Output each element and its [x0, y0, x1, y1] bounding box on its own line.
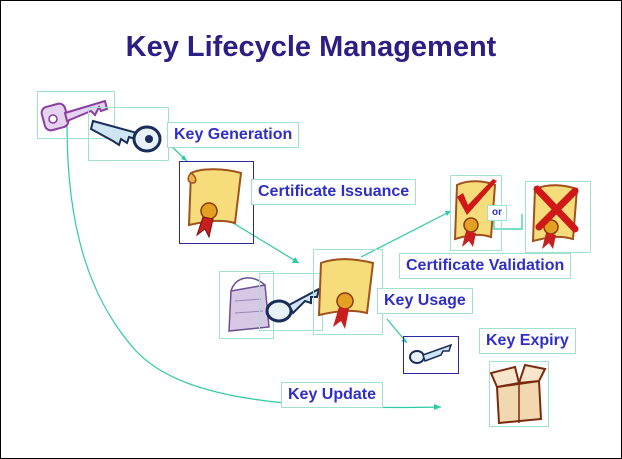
arrowhead-validation [445, 211, 451, 216]
x-mark-icon [533, 185, 579, 233]
checkmark-icon [457, 179, 497, 215]
label-certificate-validation: Certificate Validation [399, 253, 572, 279]
expired-key-frame [403, 336, 459, 374]
connector-or-left [493, 214, 523, 230]
certificate-icon [317, 258, 375, 329]
connector-cert-to-usage [232, 222, 300, 264]
label-key-usage: Key Usage [377, 288, 473, 314]
key-icon [265, 287, 321, 323]
arrowhead-cert [181, 155, 187, 161]
diagram-title: Key Lifecycle Management [125, 31, 497, 63]
arrowhead-usage [292, 257, 299, 263]
arrowhead-loop [434, 404, 441, 410]
key-outline-frame [37, 91, 115, 139]
certificate-icon [187, 168, 243, 239]
label-key-generation: Key Generation [167, 122, 300, 148]
label-certificate-issuance: Certificate Issuance [251, 179, 417, 205]
key-icon [409, 343, 453, 364]
key-icon [89, 119, 162, 153]
box-open-icon [489, 363, 547, 425]
label-key-update: Key Update [281, 382, 384, 408]
certificate-icon [453, 180, 497, 247]
arrowhead-expiry [401, 338, 407, 343]
box-frame [489, 361, 549, 427]
label-or: or [487, 205, 507, 221]
connector-update-loop [66, 125, 442, 409]
invalid-certificate-frame [525, 181, 591, 253]
label-key-expiry: Key Expiry [479, 328, 576, 354]
